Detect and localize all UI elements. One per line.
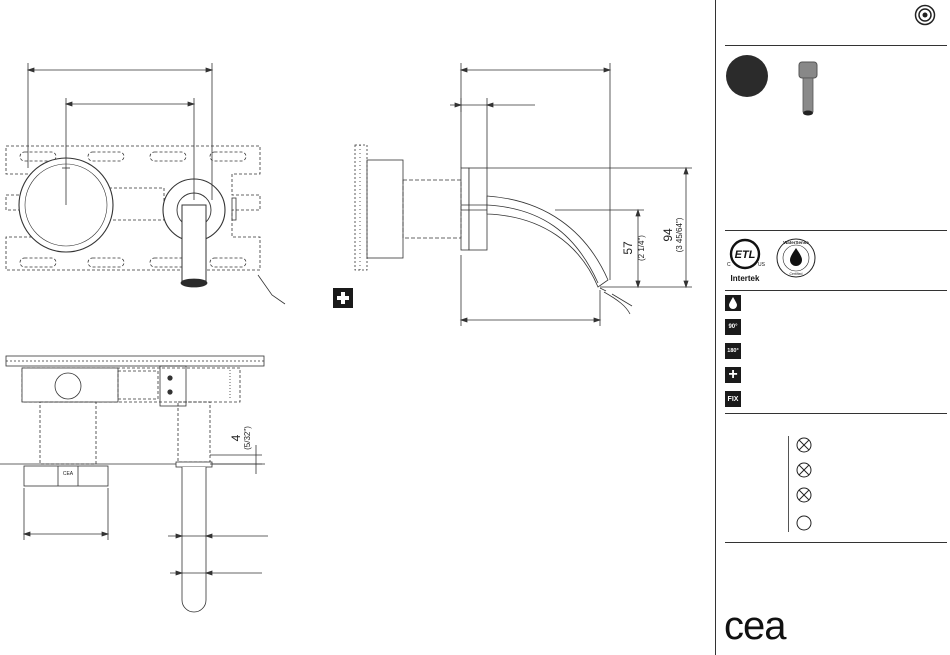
rotation-90-icon: 90° <box>725 319 741 335</box>
svg-text:WaterSense: WaterSense <box>783 240 809 245</box>
svg-text:Certified: Certified <box>789 272 802 276</box>
divider <box>725 230 947 231</box>
dim-height-in: (3 45/64") <box>675 217 684 252</box>
crossed-circle-icon <box>796 437 812 453</box>
finish-swatch <box>726 55 768 97</box>
product-thumbnail <box>796 60 820 120</box>
divider <box>725 45 947 46</box>
fix-icon: FIX <box>725 391 741 407</box>
crossed-circle-icon <box>796 462 812 478</box>
side-view <box>355 63 692 326</box>
rotation-180-icon: 180° <box>725 343 741 359</box>
body-marking: CEA <box>63 471 74 477</box>
brand-logo: cea <box>724 604 786 648</box>
dim-spout-in: (2 1/4") <box>637 235 646 261</box>
top-view <box>0 356 268 612</box>
svg-text:ETL: ETL <box>735 249 756 261</box>
plus-icon: + <box>725 367 741 383</box>
dim-spout-mm: 57 <box>621 241 635 255</box>
water-drop-icon <box>725 295 741 311</box>
svg-text:Intertek: Intertek <box>731 274 760 283</box>
target-icon <box>914 4 936 26</box>
front-view <box>6 63 285 304</box>
plus-icon <box>333 288 353 308</box>
etl-logo: ETL C US Intertek <box>724 235 770 285</box>
dim-height-mm: 94 <box>661 228 675 242</box>
info-panel: ETL C US Intertek WaterSense Certified 9… <box>715 0 950 655</box>
watersense-logo: WaterSense Certified <box>774 236 818 280</box>
empty-circle-icon <box>796 515 812 531</box>
technical-drawing: 94 (3 45/64") 57 (2 1/4") 4 (5/32") CEA <box>0 0 700 655</box>
svg-text:US: US <box>758 262 766 268</box>
dim-wall-in: (5/32") <box>243 426 252 450</box>
divider <box>725 413 947 414</box>
divider <box>725 290 947 291</box>
divider <box>725 542 947 543</box>
crossed-circle-icon <box>796 487 812 503</box>
dim-wall-mm: 4 <box>229 434 243 441</box>
svg-text:C: C <box>727 262 731 268</box>
config-separator <box>788 436 789 532</box>
